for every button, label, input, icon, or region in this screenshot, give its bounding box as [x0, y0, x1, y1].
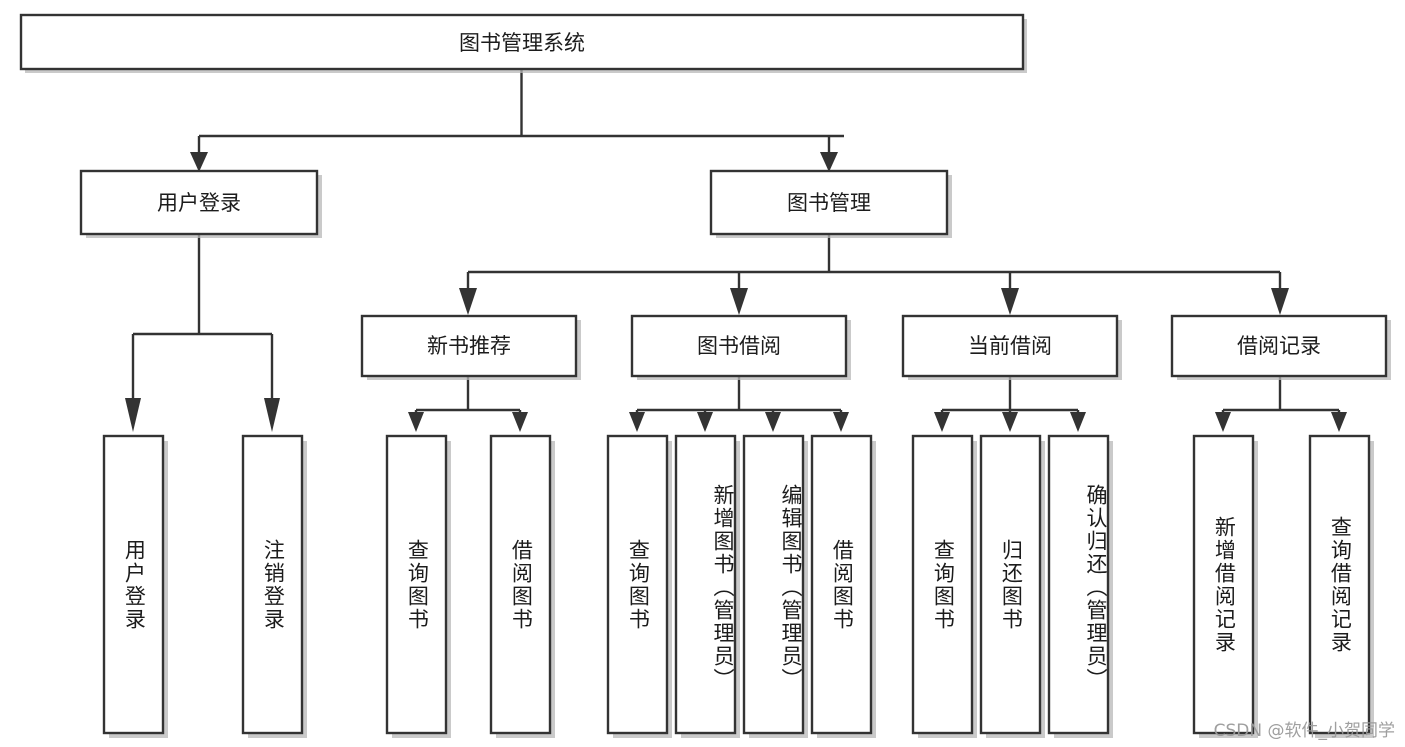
- arrow-leaf-logout: [264, 398, 280, 432]
- node-leaf-0[interactable]: [102, 434, 165, 735]
- label-current-borrow: 当前借阅: [968, 334, 1052, 358]
- connector-layer: [125, 67, 1347, 432]
- arrow-leaf-query-record: [1331, 412, 1347, 432]
- node-leaf-2[interactable]: [385, 434, 448, 735]
- arrow-to-book-borrow: [730, 288, 748, 315]
- arrow-leaf-confirm-return: [1070, 412, 1086, 432]
- node-book-manage[interactable]: [709, 169, 949, 236]
- arrow-leaf-query-book-3: [934, 412, 950, 432]
- label-book-borrow: 图书借阅: [697, 334, 781, 358]
- node-leaf-7[interactable]: [810, 434, 873, 735]
- csdn-watermark: CSDN @软件_小贺同学: [1213, 721, 1395, 741]
- node-new-book[interactable]: [360, 314, 578, 378]
- label-borrow-record: 借阅记录: [1237, 334, 1321, 358]
- node-current-borrow[interactable]: [901, 314, 1119, 378]
- arrow-to-current-borrow: [1001, 288, 1019, 315]
- node-leaf-5[interactable]: [674, 434, 737, 735]
- node-root[interactable]: [19, 13, 1025, 71]
- node-leaf-12[interactable]: [1308, 434, 1371, 735]
- label-book-manage: 图书管理: [787, 191, 871, 215]
- arrow-leaf-return-book: [1002, 412, 1018, 432]
- arrow-to-user-login: [190, 152, 208, 172]
- arrow-to-borrow-record: [1271, 288, 1289, 315]
- node-user-login[interactable]: [79, 169, 319, 236]
- label-user-login: 用户登录: [157, 191, 241, 215]
- node-book-borrow[interactable]: [630, 314, 848, 378]
- arrow-leaf-user-login: [125, 398, 141, 432]
- label-new-book: 新书推荐: [427, 334, 511, 358]
- arrow-to-new-book: [459, 288, 477, 315]
- node-leaf-9[interactable]: [979, 434, 1042, 735]
- node-leaf-10[interactable]: [1047, 434, 1110, 735]
- arrow-leaf-add-book: [697, 412, 713, 432]
- arrow-leaf-borrow-book-1: [512, 412, 528, 432]
- node-leaf-4[interactable]: [606, 434, 669, 735]
- node-borrow-record[interactable]: [1170, 314, 1388, 378]
- node-leaf-6[interactable]: [742, 434, 805, 735]
- node-layer: [19, 13, 1388, 735]
- node-leaf-3[interactable]: [489, 434, 552, 735]
- node-leaf-1[interactable]: [241, 434, 304, 735]
- node-leaf-11[interactable]: [1192, 434, 1255, 735]
- arrow-leaf-edit-book: [765, 412, 781, 432]
- arrow-to-book-manage: [820, 152, 838, 172]
- arrow-leaf-query-book-2: [629, 412, 645, 432]
- node-leaf-8[interactable]: [911, 434, 974, 735]
- label-root: 图书管理系统: [459, 31, 585, 55]
- arrow-leaf-borrow-book-2: [833, 412, 849, 432]
- label-layer: 图书管理系统 用户登录 图书管理 新书推荐 图书借阅 当前借阅 借阅记录: [157, 31, 1321, 358]
- arrow-leaf-query-book-1: [408, 412, 424, 432]
- arrow-leaf-add-record: [1215, 412, 1231, 432]
